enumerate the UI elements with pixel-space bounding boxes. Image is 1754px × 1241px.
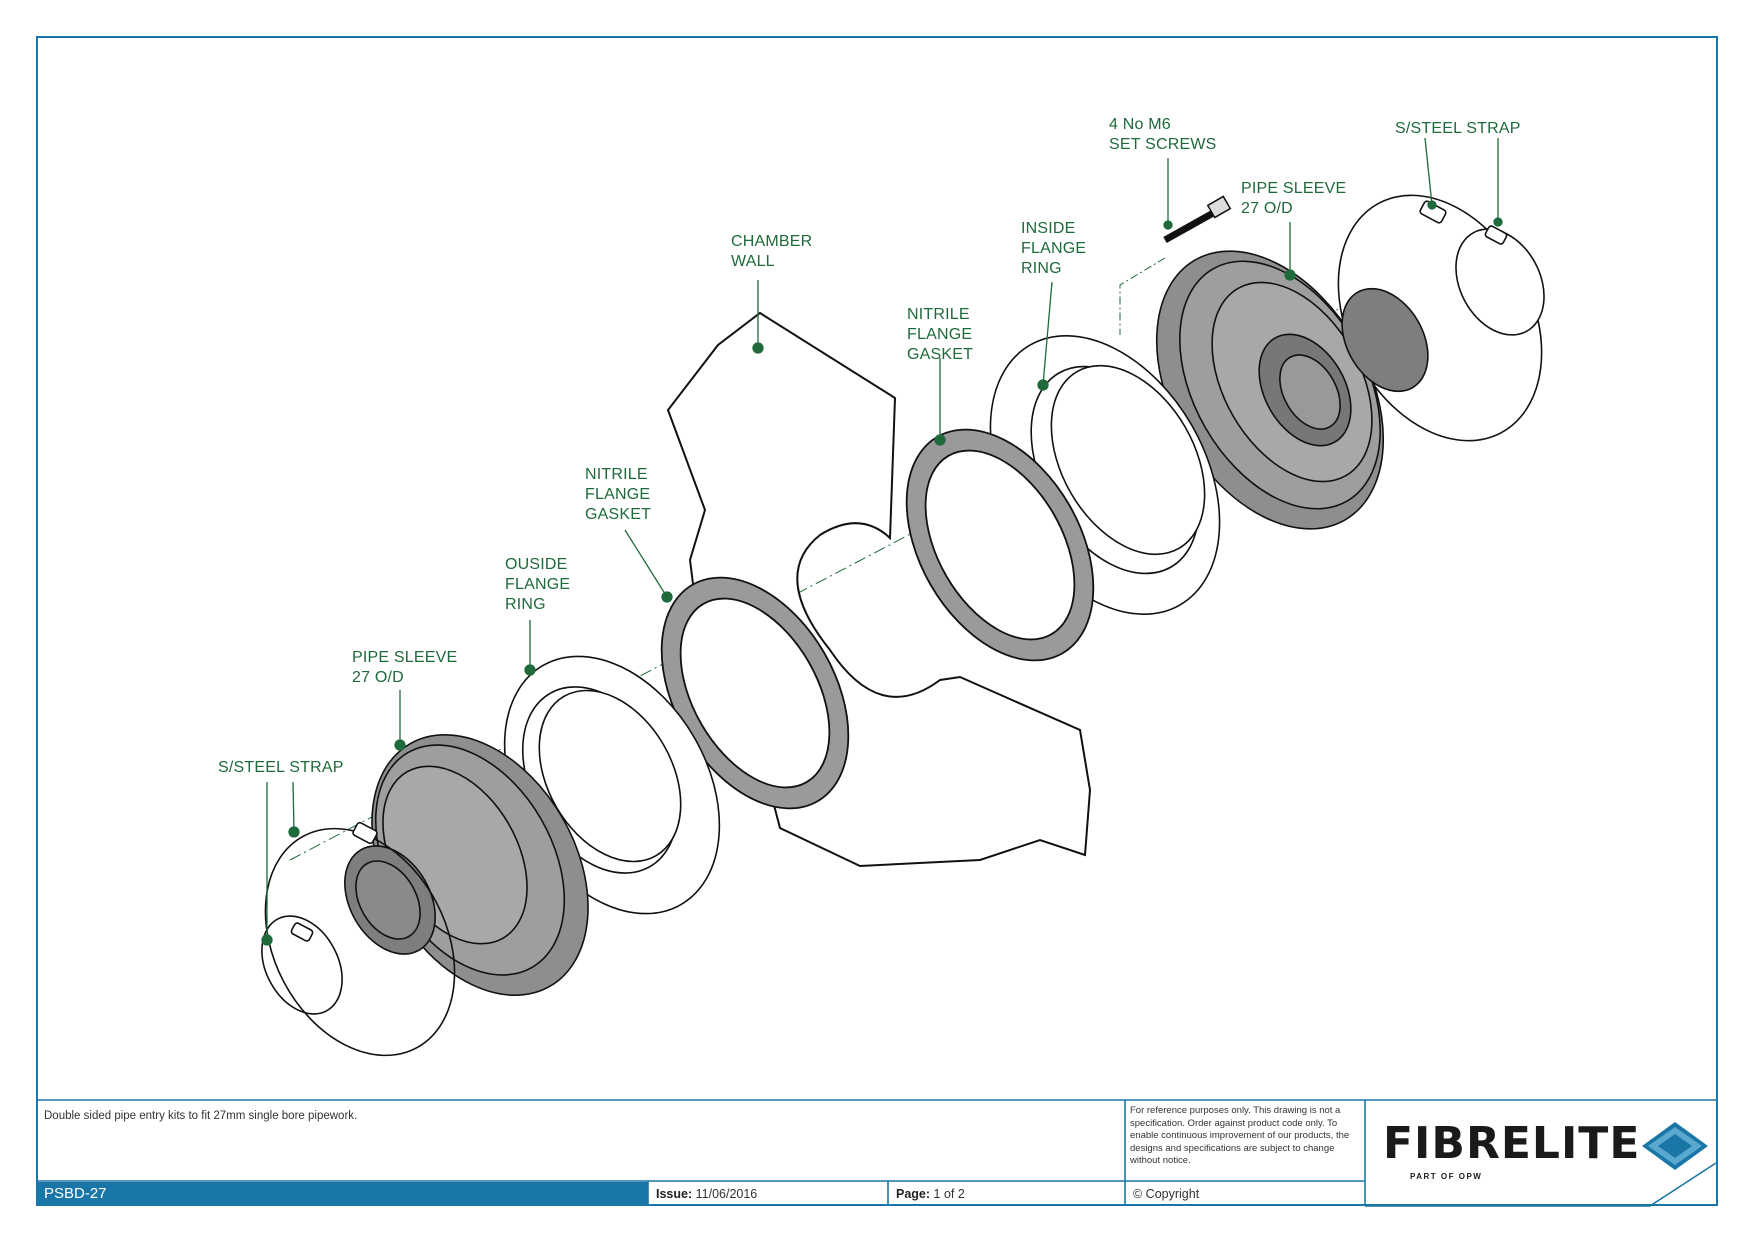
label-line: PIPE SLEEVE [352, 649, 458, 666]
label-line: SET SCREWS [1109, 136, 1217, 153]
page-value: 1 of 2 [933, 1187, 965, 1201]
page-label: Page: [896, 1187, 931, 1201]
label-strap-right: S/STEEL STRAP [1395, 119, 1521, 139]
label-line: FLANGE [1021, 240, 1087, 257]
fibrelite-logo-text: FIBRELITE [1383, 1118, 1641, 1169]
strap-left [261, 821, 456, 1057]
label-gasket-right: NITRILE FLANGE GASKET [907, 305, 973, 365]
pipe-sleeve-left [344, 733, 589, 997]
fibrelite-logo-mark [1642, 1122, 1708, 1170]
set-screw [1119, 195, 1232, 335]
code-bar [38, 1182, 648, 1206]
label-line: GASKET [585, 506, 652, 523]
label-line: 27 O/D [352, 669, 404, 686]
drawing-description: Double sided pipe entry kits to fit 27mm… [44, 1110, 358, 1122]
label-line: OUSIDE [505, 556, 568, 573]
label-line: S/STEEL STRAP [1395, 120, 1521, 137]
title-block-lines [37, 1099, 1717, 1207]
leader-lines [261, 137, 1503, 946]
label-line: GASKET [907, 346, 974, 363]
label-strap-left: S/STEEL STRAP [218, 758, 344, 778]
nitrile-gasket-left [660, 576, 850, 810]
nitrile-gasket-right [905, 428, 1095, 662]
copyright-text: © Copyright [1133, 1187, 1200, 1201]
label-line: FLANGE [585, 486, 651, 503]
label-line: NITRILE [585, 466, 648, 483]
issue-value: 11/06/2016 [695, 1187, 758, 1201]
label-line: CHAMBER [731, 233, 813, 250]
label-line: RING [505, 596, 546, 613]
label-sleeve-right: PIPE SLEEVE 27 O/D [1241, 179, 1346, 219]
logo-subtext: PART OF OPW [1410, 1172, 1483, 1181]
label-line: INSIDE [1021, 220, 1076, 237]
label-line: RING [1021, 260, 1062, 277]
label-line: FLANGE [907, 326, 973, 343]
label-line: NITRILE [907, 306, 970, 323]
label-line: FLANGE [505, 576, 571, 593]
label-sleeve-left: PIPE SLEEVE 27 O/D [352, 648, 457, 688]
label-line: PIPE SLEEVE [1241, 180, 1347, 197]
label-chamber-wall: CHAMBER WALL [731, 232, 812, 272]
label-gasket-left: NITRILE FLANGE GASKET [585, 465, 651, 525]
label-line: WALL [731, 253, 775, 270]
issue-field: Issue: 11/06/2016 [656, 1187, 757, 1201]
page-field: Page: 1 of 2 [896, 1187, 965, 1201]
label-inside-flange-ring: INSIDE FLANGE RING [1021, 219, 1086, 279]
label-line: S/STEEL STRAP [218, 759, 344, 776]
disclaimer-text: For reference purposes only. This drawin… [1130, 1105, 1350, 1166]
issue-label: Issue: [656, 1187, 693, 1201]
pipe-sleeve-right [1155, 250, 1429, 530]
label-line: 4 No M6 [1109, 116, 1171, 133]
product-code: PSBD-27 [44, 1185, 107, 1202]
label-outside-flange-ring: OUSIDE FLANGE RING [505, 555, 570, 615]
label-set-screws: 4 No M6 SET SCREWS [1109, 115, 1217, 155]
drawing-frame [36, 36, 1718, 1206]
label-line: 27 O/D [1241, 200, 1293, 217]
